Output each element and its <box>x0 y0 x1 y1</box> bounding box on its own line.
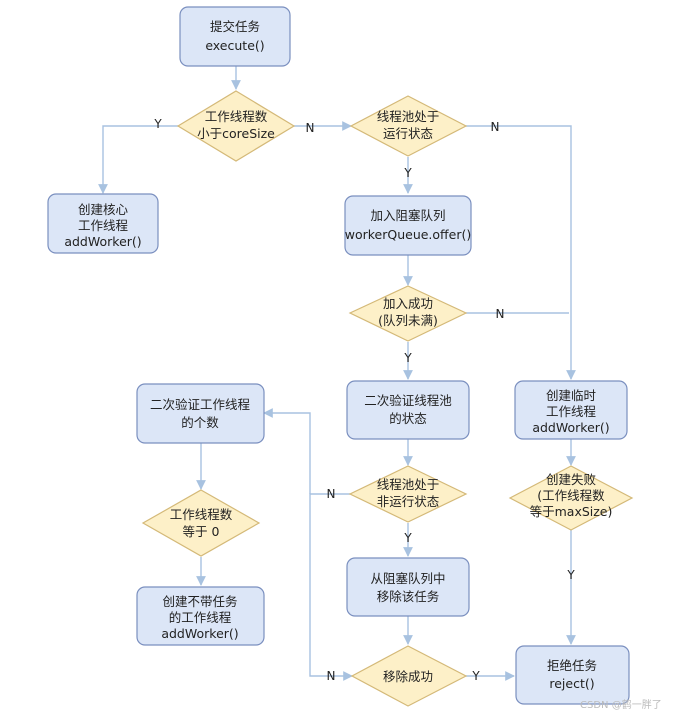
label-not-running-yes: Y <box>403 531 412 545</box>
svg-text:小于coreSize: 小于coreSize <box>197 126 275 141</box>
svg-text:工作线程: 工作线程 <box>78 218 129 233</box>
svg-text:非运行状态: 非运行状态 <box>377 494 440 509</box>
label-remove-ok-yes: Y <box>471 669 480 683</box>
svg-text:(工作线程数: (工作线程数 <box>537 488 605 503</box>
svg-text:addWorker(): addWorker() <box>161 626 238 641</box>
edge-to-recheck-workers <box>263 408 311 494</box>
svg-text:等于maxSize): 等于maxSize) <box>530 504 613 519</box>
node-recheck-pool: 二次验证线程池 的状态 <box>346 380 470 440</box>
svg-text:工作线程数: 工作线程数 <box>170 507 233 522</box>
label-create-fail-yes: Y <box>566 568 575 582</box>
decision-remove-ok: 移除成功 <box>350 645 468 707</box>
node-create-temp: 创建临时 工作线程 addWorker() <box>514 380 628 440</box>
svg-text:addWorker(): addWorker() <box>532 420 609 435</box>
svg-text:移除成功: 移除成功 <box>383 669 433 684</box>
svg-text:(队列未满): (队列未满) <box>378 313 438 328</box>
decision-pool-running: 线程池处于 运行状态 <box>349 95 468 157</box>
svg-text:创建失败: 创建失败 <box>546 472 597 487</box>
node-create-no-task: 创建不带任务 的工作线程 addWorker() <box>136 586 265 646</box>
edge-check-core-yes <box>98 125 178 194</box>
svg-text:移除该任务: 移除该任务 <box>377 589 440 604</box>
svg-text:提交任务: 提交任务 <box>210 19 260 34</box>
node-reject: 拒绝任务 reject() <box>515 645 630 705</box>
edge-not-running-no <box>309 493 353 681</box>
decision-enqueue-ok: 加入成功 (队列未满) <box>348 285 468 342</box>
node-submit: 提交任务 execute() <box>179 6 291 67</box>
decision-pool-not-running: 线程池处于 非运行状态 <box>348 465 468 523</box>
svg-text:拒绝任务: 拒绝任务 <box>547 658 597 673</box>
svg-text:addWorker(): addWorker() <box>64 234 141 249</box>
svg-text:创建临时: 创建临时 <box>546 388 597 403</box>
label-remove-ok-no: N <box>327 669 336 683</box>
svg-text:创建核心: 创建核心 <box>78 202 129 217</box>
label-enqueue-ok-no: N <box>496 307 505 321</box>
edge-pool-running-no <box>466 125 576 380</box>
svg-text:的工作线程: 的工作线程 <box>169 610 232 625</box>
svg-text:工作线程: 工作线程 <box>546 404 597 419</box>
decision-check-core: 工作线程数 小于coreSize <box>176 90 296 162</box>
svg-text:创建不带任务: 创建不带任务 <box>162 594 237 609</box>
svg-text:二次验证线程池: 二次验证线程池 <box>364 393 452 408</box>
svg-text:reject(): reject() <box>549 676 594 691</box>
node-remove-task: 从阻塞队列中 移除该任务 <box>346 557 470 617</box>
node-enqueue: 加入阻塞队列 workerQueue.offer() <box>344 195 472 256</box>
svg-text:execute(): execute() <box>205 38 264 53</box>
svg-text:等于 0: 等于 0 <box>183 524 220 539</box>
svg-text:工作线程数: 工作线程数 <box>205 109 268 124</box>
svg-text:二次验证工作线程: 二次验证工作线程 <box>150 397 251 412</box>
label-pool-running-yes: Y <box>403 166 412 180</box>
svg-text:运行状态: 运行状态 <box>383 126 433 141</box>
node-recheck-workers: 二次验证工作线程 的个数 <box>136 383 265 444</box>
svg-text:线程池处于: 线程池处于 <box>377 109 440 124</box>
svg-text:加入阻塞队列: 加入阻塞队列 <box>370 208 445 223</box>
decision-create-fail: 创建失败 (工作线程数 等于maxSize) <box>508 465 634 531</box>
decision-workers-zero: 工作线程数 等于 0 <box>141 489 261 557</box>
watermark: CSDN @鹤一胖了 <box>580 698 662 711</box>
svg-text:从阻塞队列中: 从阻塞队列中 <box>370 571 445 586</box>
label-pool-running-no: N <box>491 120 500 134</box>
label-check-core-no: N <box>306 121 315 135</box>
svg-text:workerQueue.offer(): workerQueue.offer() <box>345 227 472 242</box>
label-check-core-yes: Y <box>153 117 162 131</box>
svg-text:的个数: 的个数 <box>181 415 219 430</box>
svg-text:加入成功: 加入成功 <box>383 296 433 311</box>
svg-text:线程池处于: 线程池处于 <box>377 477 440 492</box>
svg-text:的状态: 的状态 <box>389 411 427 426</box>
label-enqueue-ok-yes: Y <box>403 351 412 365</box>
node-create-core: 创建核心 工作线程 addWorker() <box>47 193 159 254</box>
label-not-running-no: N <box>327 487 336 501</box>
